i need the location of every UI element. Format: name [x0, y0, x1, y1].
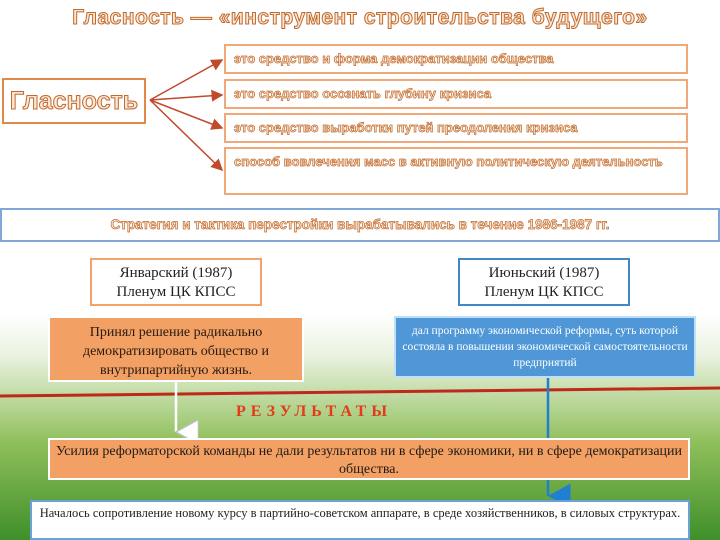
january-plenum-title: Январский (1987)	[119, 265, 233, 281]
arrow-to-def-2	[149, 89, 224, 102]
result-2: Началось сопротивление новому курсу в па…	[30, 500, 690, 540]
page-title: Гласность — «инструмент строительства бу…	[72, 6, 648, 30]
january-plenum-box: Январский (1987) Пленум ЦК КПСС	[90, 258, 262, 306]
june-decision: дал программу экономической реформы, сут…	[394, 316, 696, 378]
strategy-banner: Стратегия и тактика перестройки вырабаты…	[0, 208, 720, 242]
june-plenum-subtitle: Пленум ЦК КПСС	[484, 284, 604, 300]
arrow-to-def-1	[149, 59, 224, 101]
january-plenum-subtitle: Пленум ЦК КПСС	[116, 284, 236, 300]
arrow-to-def-4	[149, 99, 224, 172]
result-1: Усилия реформаторской команды не дали ре…	[48, 438, 690, 480]
june-plenum-title: Июньский (1987)	[488, 265, 600, 281]
divider-line	[0, 386, 720, 398]
definition-2: это средство осознать глубину кризиса	[224, 79, 688, 109]
june-plenum-box: Июньский (1987) Пленум ЦК КПСС	[458, 258, 630, 306]
definition-4: способ вовлечения масс в активную полити…	[224, 147, 688, 195]
january-decision: Принял решение радикально демократизиров…	[48, 316, 304, 382]
definition-1: это средство и форма демократизации обще…	[224, 44, 688, 74]
definition-3: это средство выработки путей преодоления…	[224, 113, 688, 143]
arrow-to-def-3	[149, 99, 224, 130]
concept-box: Гласность	[2, 78, 146, 124]
results-label: РЕЗУЛЬТАТЫ	[236, 403, 393, 420]
